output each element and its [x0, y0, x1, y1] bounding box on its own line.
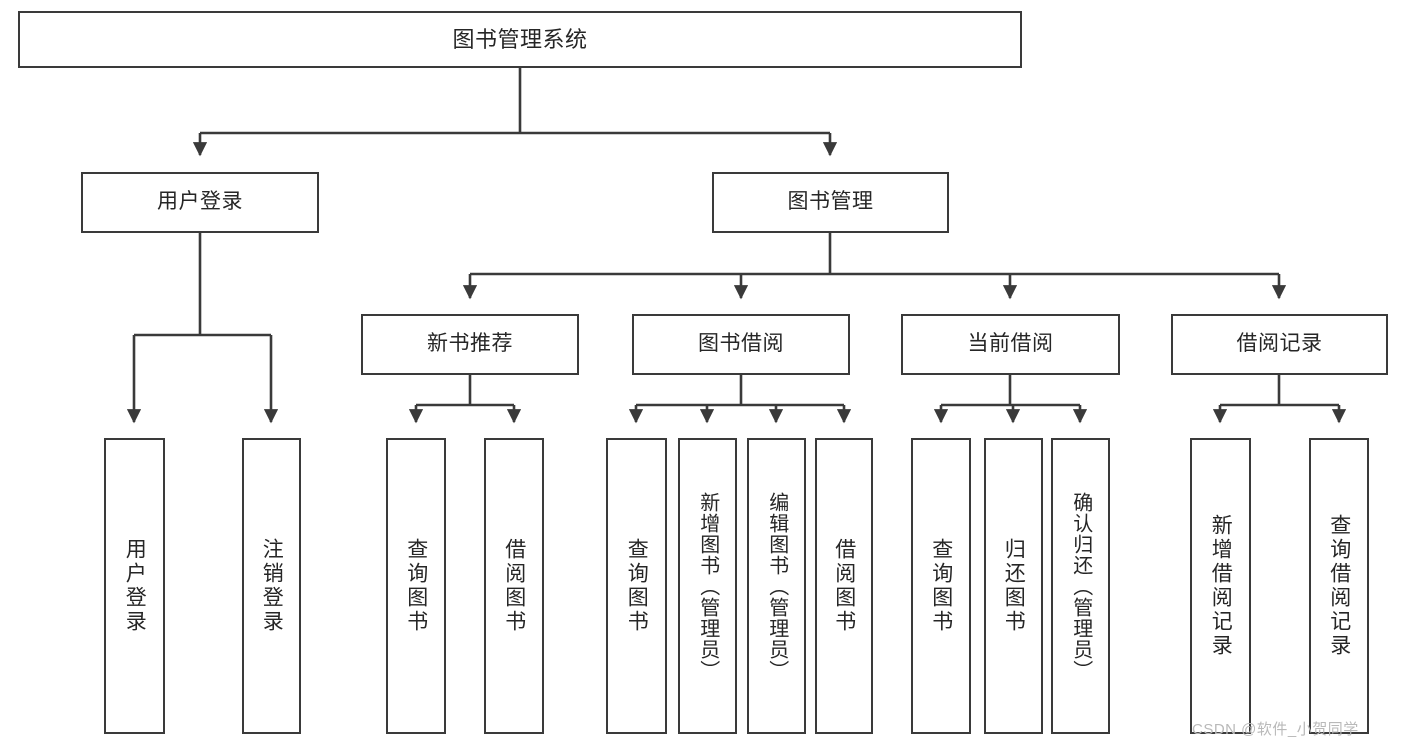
node-label: 查询图书	[404, 538, 428, 634]
node-label: 图书管理	[787, 190, 874, 214]
leaf-user-login[interactable]: 用户登录	[104, 438, 165, 734]
node-label: 图书借阅	[698, 332, 784, 356]
node-label: 新增图书（管理员）	[696, 491, 719, 681]
leaf-borrow-book-recommend[interactable]: 借阅图书	[484, 438, 544, 734]
node-label: 借阅图书	[502, 538, 526, 634]
node-user-login[interactable]: 用户登录	[81, 172, 319, 233]
leaf-query-borrow-record[interactable]: 查询借阅记录	[1309, 438, 1369, 734]
node-label: 查询图书	[625, 538, 649, 634]
node-book-management[interactable]: 图书管理	[712, 172, 949, 233]
leaf-return-book[interactable]: 归还图书	[984, 438, 1043, 734]
leaf-add-book-admin[interactable]: 新增图书（管理员）	[678, 438, 737, 734]
leaf-query-book-current[interactable]: 查询图书	[911, 438, 971, 734]
leaf-query-book-borrow[interactable]: 查询图书	[606, 438, 667, 734]
node-label: 当前借阅	[967, 332, 1054, 356]
node-label: 用户登录	[123, 538, 147, 634]
leaf-edit-book-admin[interactable]: 编辑图书（管理员）	[747, 438, 806, 734]
node-label: 确认归还（管理员）	[1069, 491, 1092, 681]
leaf-logout[interactable]: 注销登录	[242, 438, 301, 734]
node-label: 编辑图书（管理员）	[765, 491, 788, 681]
node-new-book-recommend[interactable]: 新书推荐	[361, 314, 579, 375]
node-label: 查询借阅记录	[1327, 514, 1351, 658]
node-book-borrow[interactable]: 图书借阅	[632, 314, 850, 375]
leaf-borrow-book[interactable]: 借阅图书	[815, 438, 873, 734]
node-label: 注销登录	[260, 538, 284, 634]
node-label: 借阅图书	[832, 538, 856, 634]
node-label: 归还图书	[1002, 538, 1026, 634]
node-label: 新书推荐	[427, 332, 513, 356]
node-label: 图书管理系统	[452, 26, 588, 52]
node-label: 查询图书	[929, 538, 953, 634]
node-borrow-record[interactable]: 借阅记录	[1171, 314, 1388, 375]
node-label: 新增借阅记录	[1209, 514, 1233, 658]
node-root-system[interactable]: 图书管理系统	[18, 11, 1022, 68]
node-label: 借阅记录	[1236, 332, 1323, 356]
leaf-add-borrow-record[interactable]: 新增借阅记录	[1190, 438, 1251, 734]
node-label: 用户登录	[157, 190, 243, 214]
node-current-borrow[interactable]: 当前借阅	[901, 314, 1120, 375]
leaf-confirm-return-admin[interactable]: 确认归还（管理员）	[1051, 438, 1110, 734]
csdn-watermark: CSDN @软件_小贺同学	[1192, 721, 1359, 738]
leaf-query-book-recommend[interactable]: 查询图书	[386, 438, 446, 734]
